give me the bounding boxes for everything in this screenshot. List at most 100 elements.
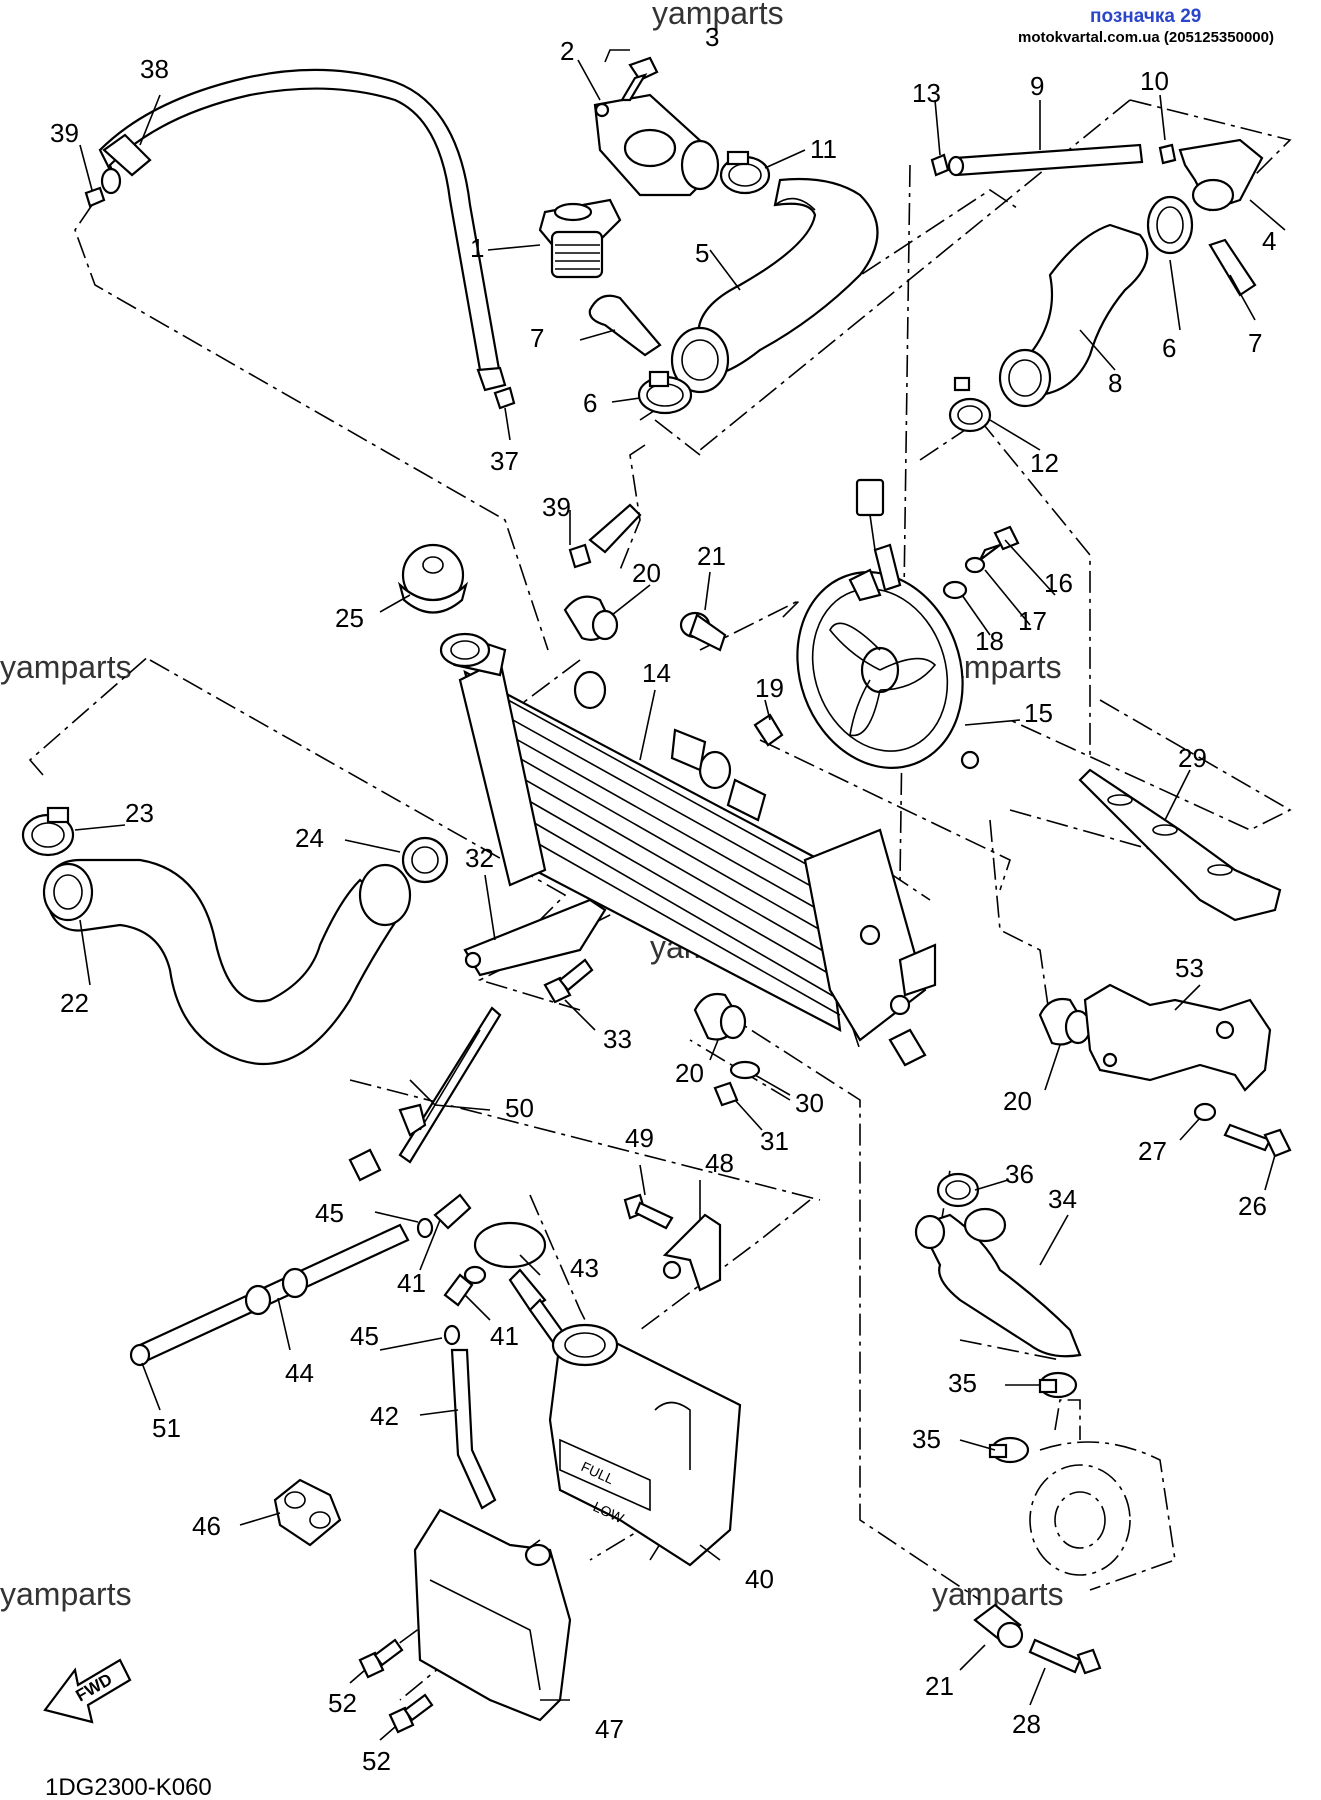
callout-7: 7 (1248, 328, 1262, 358)
fitting-41 (443, 1273, 474, 1307)
callout-20: 20 (1003, 1086, 1032, 1116)
grommet-20 (1038, 997, 1092, 1046)
callout-41: 41 (397, 1268, 426, 1298)
hose-clip-45 (443, 1324, 461, 1346)
grommet-20 (563, 595, 619, 641)
callout-32: 32 (465, 843, 494, 873)
fan-15 (796, 543, 980, 770)
washer-27 (1193, 1102, 1217, 1122)
callout-11: 11 (810, 134, 837, 164)
thermostat-housing-2 (593, 93, 720, 197)
bolt-49 (623, 1193, 674, 1230)
bolt-16 (979, 525, 1020, 561)
bolt-26 (1223, 1123, 1292, 1158)
hose-34 (914, 1207, 1082, 1358)
diagram-code: 1DG2300-K060 (45, 1774, 212, 1800)
callout-22: 22 (60, 988, 89, 1018)
callout-23: 23 (125, 798, 154, 828)
callout-35: 35 (912, 1424, 941, 1454)
hose-clamp-35 (1038, 1371, 1078, 1399)
callout-43: 43 (570, 1253, 599, 1283)
fwd-arrow-icon: FWD (43, 1658, 132, 1724)
hose-22 (42, 858, 412, 1066)
washer-17 (964, 556, 986, 574)
callout-50: 50 (505, 1093, 534, 1123)
leader-lines (74, 49, 1286, 1741)
callout-49: 49 (625, 1123, 654, 1153)
radiator-14 (439, 632, 937, 1067)
watermark: yamparts (652, 0, 784, 31)
callout-1: 1 (470, 233, 484, 263)
callout-8: 8 (1108, 368, 1122, 398)
callout-39: 39 (542, 492, 571, 522)
callout-4: 4 (1262, 226, 1276, 256)
callout-14: 14 (642, 658, 671, 688)
hose-clip-10 (1158, 143, 1177, 165)
callout-24: 24 (295, 823, 324, 853)
hose-5 (670, 177, 879, 394)
callout-30: 30 (795, 1088, 824, 1118)
hose-8 (998, 223, 1149, 408)
callout-10: 10 (1140, 66, 1169, 96)
washer-30 (729, 1060, 761, 1080)
callout-12: 12 (1030, 448, 1059, 478)
bolt-52 (388, 1693, 434, 1734)
hose-clip-7 (588, 294, 662, 357)
watermark: yamparts (0, 649, 132, 685)
hose-clip-51 (129, 1343, 151, 1367)
collar-21 (679, 611, 727, 652)
callout-34: 34 (1048, 1184, 1077, 1214)
reservoir-40: FULL LOW (548, 1323, 742, 1567)
bolt-3 (620, 56, 659, 102)
hose-clip-45 (416, 1217, 434, 1239)
hose-clamp-35 (988, 1436, 1030, 1464)
callout-18: 18 (975, 626, 1004, 656)
callout-52: 52 (328, 1688, 357, 1718)
callout-15: 15 (1024, 698, 1053, 728)
callout-25: 25 (335, 603, 364, 633)
callout-16: 16 (1044, 568, 1073, 598)
callout-53: 53 (1175, 953, 1204, 983)
callout-36: 36 (1005, 1159, 1034, 1189)
bracket-53 (1083, 983, 1272, 1092)
callout-45: 45 (350, 1321, 379, 1351)
callout-27: 27 (1138, 1136, 1167, 1166)
callout-39: 39 (50, 118, 79, 148)
collar-21 (973, 1603, 1024, 1649)
oil-cooler-outline (1029, 1399, 1176, 1591)
callout-51: 51 (152, 1413, 181, 1443)
callout-47: 47 (595, 1714, 624, 1744)
callout-21: 21 (697, 541, 726, 571)
hose-clip-13 (930, 153, 950, 177)
hose-38 (98, 68, 507, 392)
callout-31: 31 (760, 1126, 789, 1156)
clip-19 (753, 713, 784, 747)
callout-40: 40 (745, 1564, 774, 1594)
hose-clip-39 (84, 186, 106, 208)
callout-46: 46 (192, 1511, 221, 1541)
clamp-46 (273, 1478, 342, 1547)
hose-clip-39 (568, 503, 642, 569)
callout-28: 28 (1012, 1709, 1041, 1739)
callout-13: 13 (912, 78, 941, 108)
callout-6: 6 (583, 388, 597, 418)
hose-clamp-6 (637, 370, 693, 415)
callout-21: 21 (925, 1671, 954, 1701)
hose-clamp-6 (1146, 195, 1194, 255)
hose-clamp-24 (401, 836, 449, 884)
watermark: yamparts (0, 1576, 132, 1612)
callout-9: 9 (1030, 71, 1044, 101)
callout-7: 7 (530, 323, 544, 353)
callout-33: 33 (603, 1024, 632, 1054)
callout-2: 2 (560, 36, 574, 66)
hose-clamp-12 (948, 376, 992, 433)
callout-6: 6 (1162, 333, 1176, 363)
callout-26: 26 (1238, 1191, 1267, 1221)
nut-31 (713, 1081, 739, 1107)
callout-42: 42 (370, 1401, 399, 1431)
callout-35: 35 (948, 1368, 977, 1398)
page-label: позначка 29 (1090, 6, 1201, 27)
callout-38: 38 (140, 54, 169, 84)
grommet-20 (693, 992, 747, 1041)
callout-20: 20 (675, 1058, 704, 1088)
